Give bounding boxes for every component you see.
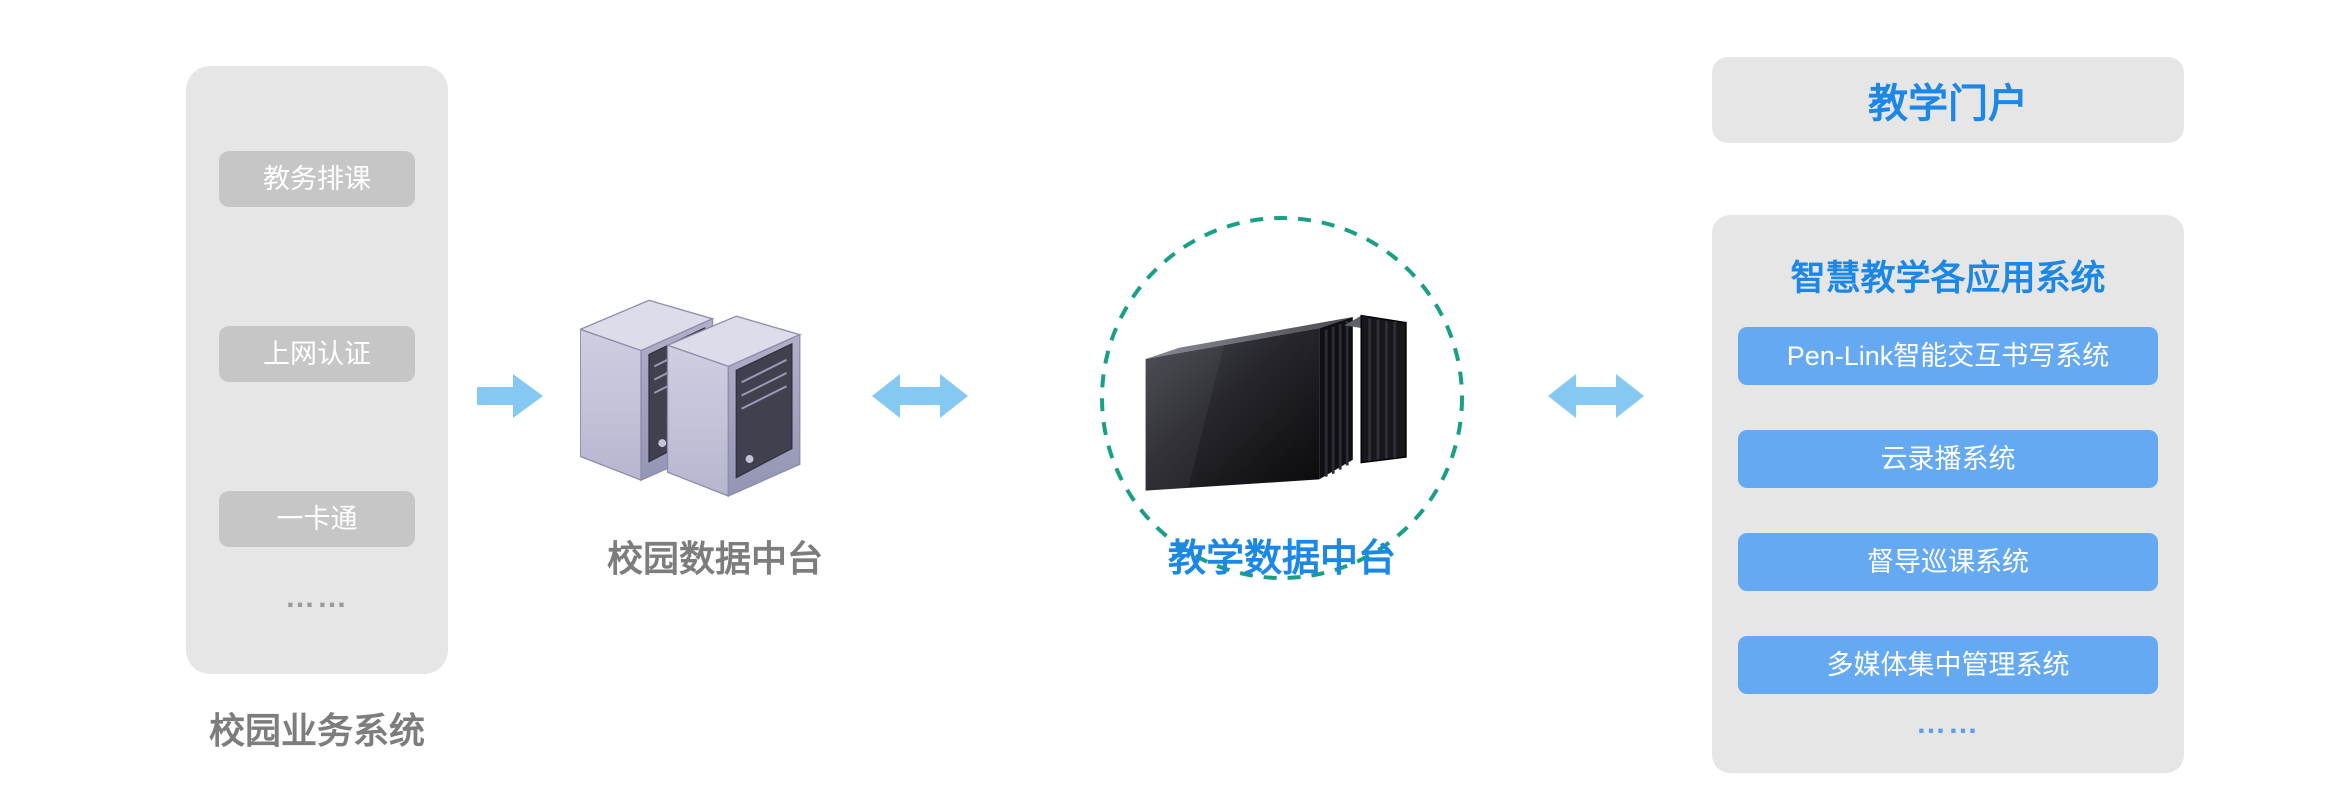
campus-systems-label: 校园业务系统 [208, 710, 425, 751]
dashed-circle-icon [1100, 216, 1464, 580]
app-pill-penlink: Pen-Link智能交互书写系统 [1738, 327, 2158, 385]
campus-systems-panel: 教务排课 上网认证 一卡通 …… [186, 66, 448, 674]
teaching-portal-title: 教学门户 [1868, 82, 2028, 126]
arrow-right-icon [477, 374, 543, 418]
app-pill-supervision: 督导巡课系统 [1738, 533, 2158, 591]
pill-one-card: 一卡通 [219, 491, 415, 547]
teaching-apps-title: 智慧教学各应用系统 [1790, 259, 2106, 298]
pill-network-auth: 上网认证 [219, 326, 415, 382]
double-arrow-icon-left [872, 374, 968, 418]
app-pill-cloud-recording: 云录播系统 [1738, 430, 2158, 488]
campus-data-hub-label: 校园数据中台 [606, 538, 823, 579]
apps-ellipsis: …… [1916, 707, 1980, 740]
teaching-server-icon [1145, 314, 1407, 491]
campus-server-icon [580, 299, 802, 498]
teaching-portal-box: 教学门户 [1712, 57, 2184, 143]
app-pill-multimedia: 多媒体集中管理系统 [1738, 636, 2158, 694]
left-ellipsis: …… [285, 581, 349, 614]
teaching-data-hub-label: 教学数据中台 [1167, 538, 1396, 580]
teaching-apps-panel: 智慧教学各应用系统 Pen-Link智能交互书写系统 云录播系统 督导巡课系统 … [1712, 215, 2184, 773]
pill-course-scheduling: 教务排课 [219, 151, 415, 207]
double-arrow-icon-right [1548, 374, 1644, 418]
